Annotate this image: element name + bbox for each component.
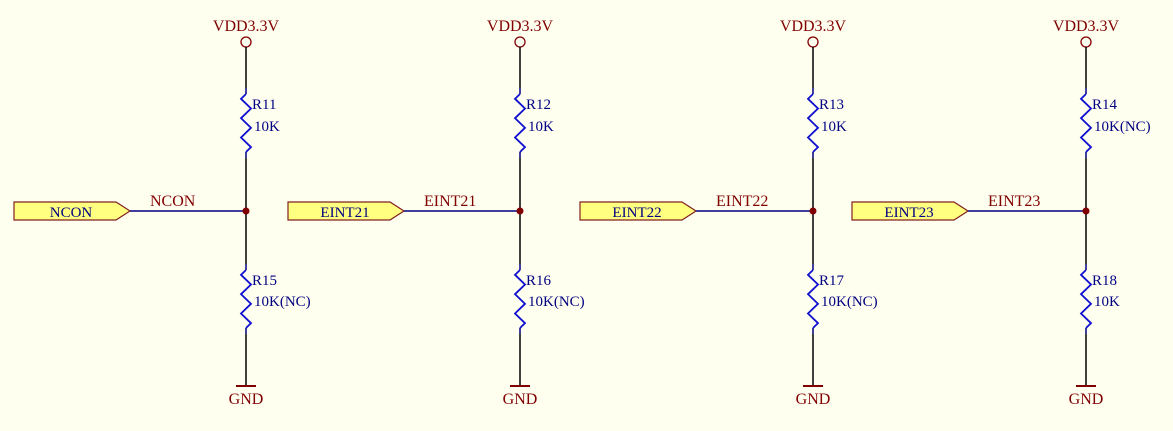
bottom-resistor-value: 10K(NC) [528, 294, 585, 310]
ground-label: GND [796, 391, 831, 408]
ground-label: GND [1069, 391, 1104, 408]
top-resistor-value: 10K(NC) [1094, 119, 1151, 135]
junction-dot [1082, 207, 1090, 215]
bottom-resistor-symbol [806, 269, 820, 329]
junction-dot [809, 207, 817, 215]
power-label: VDD3.3V [487, 18, 554, 35]
power-port-circle [1080, 36, 1092, 48]
power-port-circle [240, 36, 252, 48]
top-resistor-designator: R13 [819, 97, 844, 113]
port-label: EINT22 [612, 205, 661, 221]
bottom-resistor-symbol [513, 269, 527, 329]
bottom-resistor-designator: R17 [819, 273, 845, 289]
circuit-1: VDD3.3V R11 10K R15 10K(NC) GND NCON NCON [13, 18, 311, 408]
power-label: VDD3.3V [780, 18, 847, 35]
net-label: EINT21 [424, 193, 476, 210]
top-resistor-value: 10K [821, 119, 847, 135]
junction-dot [242, 207, 250, 215]
bottom-resistor-value: 10K(NC) [821, 294, 878, 310]
port-label: EINT23 [884, 205, 933, 221]
ground-label: GND [503, 391, 538, 408]
top-resistor-symbol [806, 93, 820, 153]
bottom-resistor-value: 10K [1094, 294, 1120, 310]
top-resistor-designator: R11 [252, 97, 276, 113]
bottom-resistor-designator: R16 [526, 273, 552, 289]
junction-dot [516, 207, 524, 215]
bottom-resistor-designator: R18 [1092, 273, 1117, 289]
power-port-circle [514, 36, 526, 48]
power-port-circle [807, 36, 819, 48]
port-shape [13, 201, 132, 221]
top-resistor-value: 10K [528, 119, 554, 135]
port-shape [579, 201, 698, 221]
top-resistor-symbol [1079, 93, 1093, 153]
port-shape [287, 201, 406, 221]
top-resistor-designator: R14 [1092, 97, 1118, 113]
net-label: NCON [150, 193, 196, 210]
power-label: VDD3.3V [1053, 18, 1120, 35]
bottom-resistor-designator: R15 [252, 273, 277, 289]
bottom-resistor-symbol [239, 269, 253, 329]
power-label: VDD3.3V [213, 18, 280, 35]
net-label: EINT22 [716, 193, 768, 210]
bottom-resistor-symbol [1079, 269, 1093, 329]
top-resistor-value: 10K [254, 119, 280, 135]
ground-label: GND [229, 391, 264, 408]
top-resistor-designator: R12 [526, 97, 551, 113]
top-resistor-symbol [239, 93, 253, 153]
port-label: EINT21 [320, 205, 369, 221]
port-shape [851, 201, 970, 221]
port-label: NCON [50, 205, 93, 221]
top-resistor-symbol [513, 93, 527, 153]
bottom-resistor-value: 10K(NC) [254, 294, 311, 310]
net-label: EINT23 [988, 193, 1040, 210]
